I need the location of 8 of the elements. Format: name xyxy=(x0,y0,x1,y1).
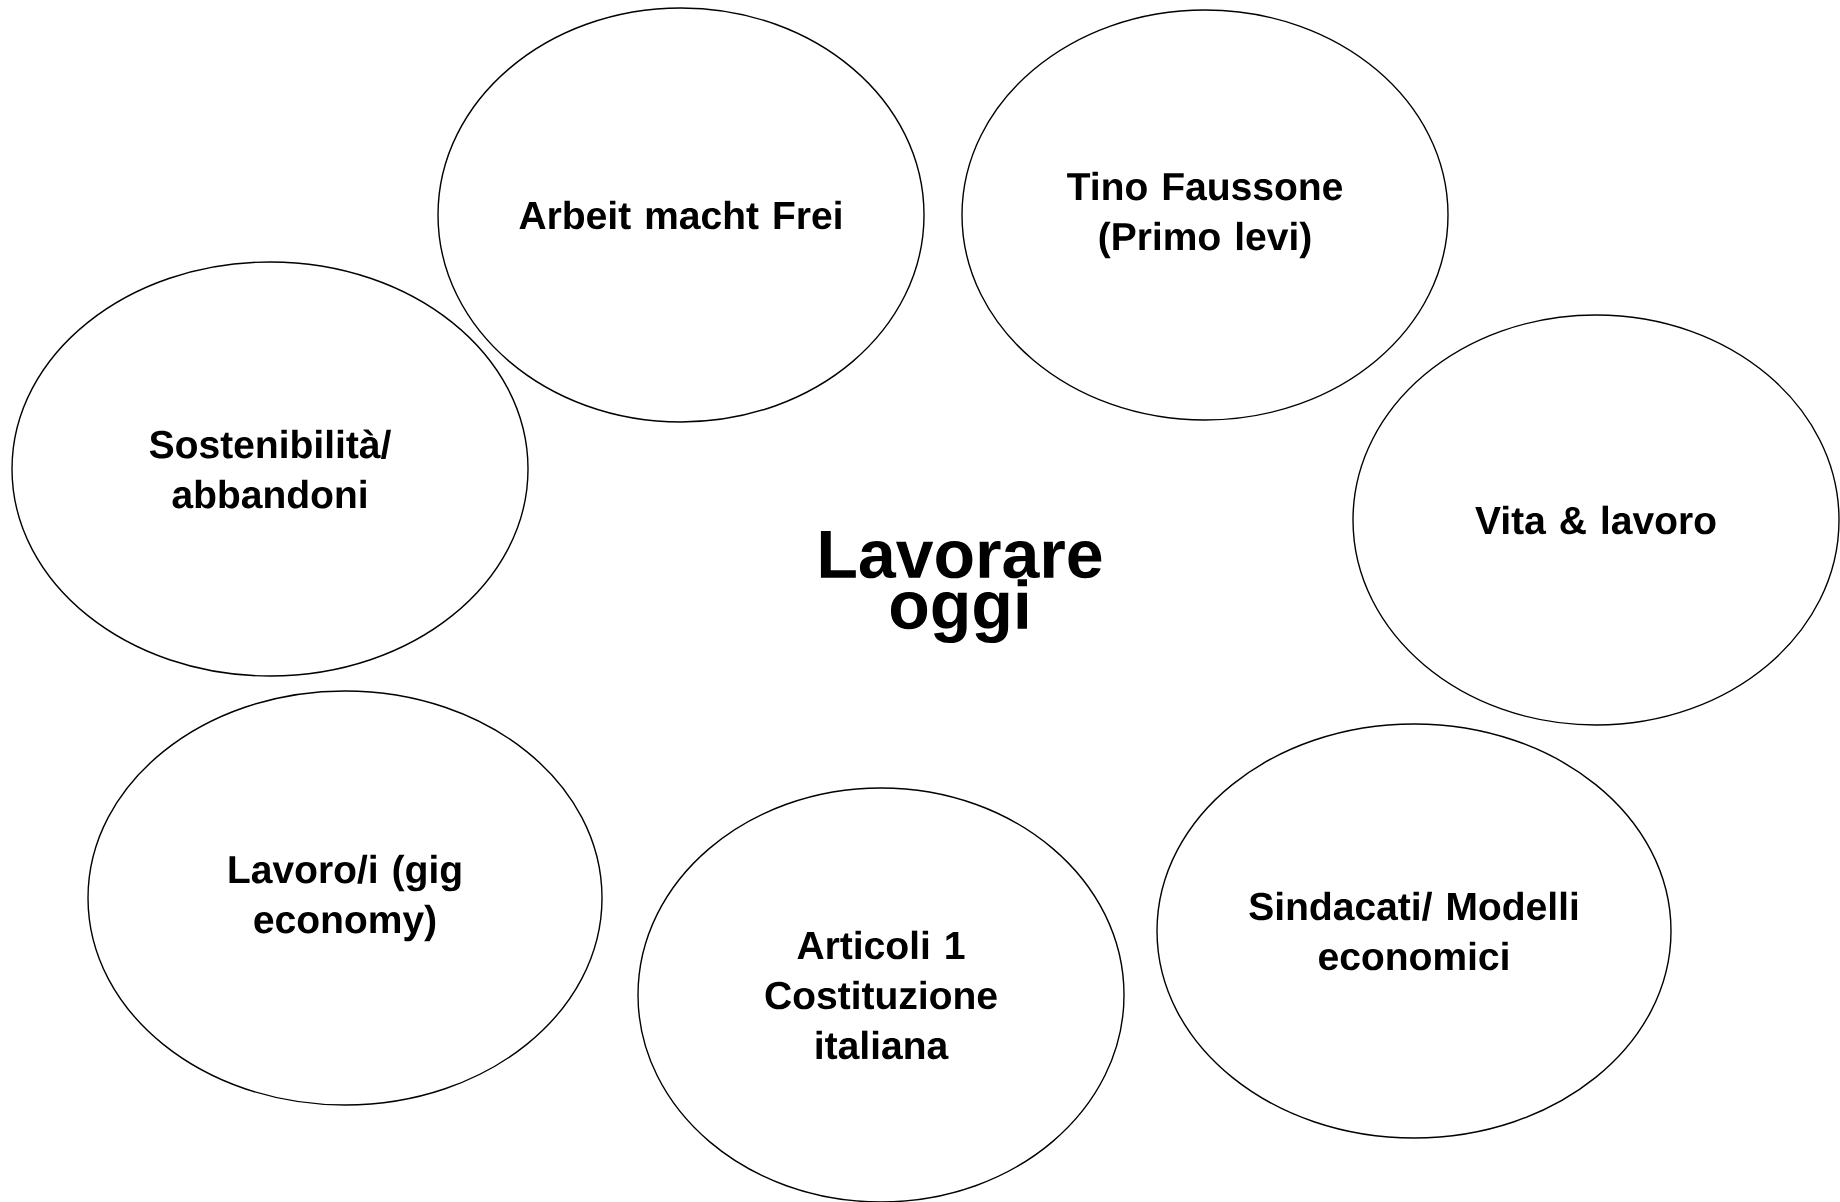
topic-bubble: Articoli 1 Costituzione italiana xyxy=(637,787,1125,1202)
topic-bubble: Tino Faussone (Primo levi) xyxy=(961,9,1449,421)
topic-bubble: Vita & lavoro xyxy=(1352,314,1840,726)
center-heading: Lavorare oggi xyxy=(820,530,1102,644)
topic-bubble: Sindacati/ Modelli economici xyxy=(1156,723,1672,1139)
topic-bubble: Lavoro/i (gig economy) xyxy=(87,690,603,1106)
topic-bubble: Arbeit macht Frei xyxy=(437,7,925,423)
topic-bubble: Sostenibilità/ abbandoni xyxy=(11,261,529,677)
